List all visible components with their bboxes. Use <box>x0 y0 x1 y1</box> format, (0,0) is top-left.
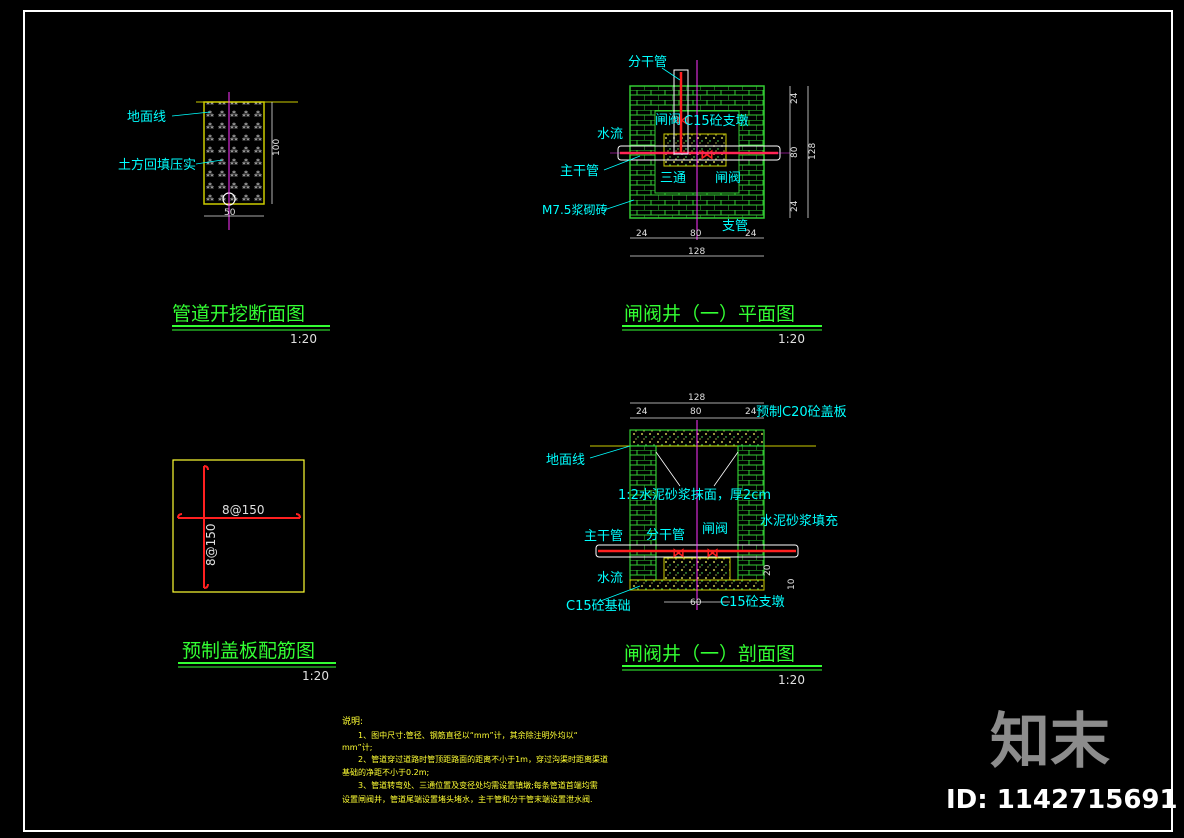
trench-scale: 1:20 <box>290 332 317 346</box>
sec-dim-10: 10 <box>787 578 797 590</box>
plan-flow-label: 水流 <box>597 127 623 142</box>
notes-line-2: mm”计; <box>342 742 372 752</box>
trench-title: 管道开挖断面图 <box>172 303 305 325</box>
sec-valve-symbol-2: ⋈ <box>706 546 719 561</box>
trench-dim-height: 100 <box>272 139 282 156</box>
notes-line-1: 1、图中尺寸:管径、钢筋直径以“mm”计，其余除注明外均以“ <box>358 730 578 740</box>
notes-line-6: 设置闸阀井，管道尾端设置堵头堵水，主干管和分干管末端设置泄水阀. <box>342 794 593 804</box>
trench-ground-leader <box>171 111 211 117</box>
plan-dim-r80: 80 <box>790 146 800 158</box>
plan-branch-pipe <box>673 69 689 155</box>
plan-valve-label: 闸阀 <box>655 113 681 128</box>
slab-rebar-v-label: 8@150 <box>204 523 218 566</box>
plan-tee-label: 三通 <box>660 171 686 186</box>
plan-valve2-label: 闸阀 <box>715 171 741 186</box>
notes-line-5: 3、管道转弯处、三通位置及变径处均需设置镇墩;每条管道首端均需 <box>358 780 598 790</box>
sec-main-label: 主干管 <box>584 529 623 544</box>
sec-wall-right <box>737 445 765 581</box>
plan-dim-24b: 24 <box>745 229 757 239</box>
plan-mortar-leader <box>603 199 635 211</box>
sec-dim-24a: 24 <box>636 407 648 417</box>
sec-plaster-leaders <box>655 451 739 487</box>
design-notes: 说明: 1、图中尺寸:管径、钢筋直径以“mm”计，其余除注明外均以“ mm”计;… <box>342 715 608 804</box>
sec-fill-label: 水泥砂浆填充 <box>760 513 838 529</box>
plan-pier <box>663 133 727 167</box>
valve-plan-figure: ⋈ ⋈ 24 80 24 128 24 80 24 128 分干管 闸阀 C15… <box>542 55 818 257</box>
section-scale: 1:20 <box>778 673 805 687</box>
plan-scale: 1:20 <box>778 332 805 346</box>
watermark-brand: 知末 <box>990 707 1110 777</box>
notes-heading: 说明: <box>342 715 363 727</box>
slab-scale: 1:20 <box>302 669 329 683</box>
sec-dim-20: 20 <box>763 564 773 576</box>
plan-dim-r128: 128 <box>808 143 818 160</box>
plan-mortar-label: M7.5浆砌砖 <box>542 202 607 217</box>
trench-backfill-leader <box>195 159 223 165</box>
slab-rebar-h-label: 8@150 <box>222 503 265 517</box>
section-title: 闸阀井（一）剖面图 <box>624 643 795 665</box>
plan-dim-r24b: 24 <box>790 200 800 212</box>
plan-dim-r24a: 24 <box>790 92 800 104</box>
trench-dim-width: 50 <box>224 208 236 218</box>
plan-dim-128: 128 <box>688 247 705 257</box>
sec-dim-24b: 24 <box>745 407 757 417</box>
trench-ground-label: 地面线 <box>127 110 166 125</box>
sec-flow-label: 水流 <box>597 571 623 586</box>
slab-title: 预制盖板配筋图 <box>182 640 315 662</box>
sec-base-label: C15砼基础 <box>566 599 631 614</box>
plan-valve-symbol-2: ⋈ <box>676 113 688 127</box>
plan-branch-leader <box>661 67 681 81</box>
sec-valve-label: 闸阀 <box>702 522 728 537</box>
sec-ground-label: 地面线 <box>546 453 585 468</box>
plan-sub-label: 支管 <box>722 219 748 234</box>
sec-dim-60: 60 <box>690 598 702 608</box>
sec-base-leader <box>597 585 641 603</box>
sec-branch-label: 分干管 <box>646 528 685 543</box>
sec-cover-label: 预制C20砼盖板 <box>756 405 847 420</box>
plan-main-leader <box>603 155 641 171</box>
sec-dim-80: 80 <box>690 407 702 417</box>
slab-outline <box>172 459 305 593</box>
cover-slab-figure: 8@150 8@150 <box>172 459 305 593</box>
sec-wall-left <box>629 445 657 581</box>
plan-dim-80: 80 <box>690 229 702 239</box>
watermark-id: ID: 1142715691 <box>946 785 1178 815</box>
sec-plaster-label: 1:2水泥砂浆抹面，厚2cm <box>618 488 771 503</box>
trench-backfill <box>203 101 265 205</box>
plan-dim-24a: 24 <box>636 229 648 239</box>
plan-valve-symbol: ⋈ <box>700 147 714 163</box>
plan-branch-label: 分干管 <box>628 55 667 70</box>
sec-pier-label: C15砼支墩 <box>720 595 785 610</box>
notes-line-4: 基础的净距不小于0.2m; <box>342 767 429 777</box>
sec-ground-leader <box>589 445 631 459</box>
plan-main-label: 主干管 <box>560 164 599 179</box>
plan-title: 闸阀井（一）平面图 <box>624 303 795 325</box>
plan-pier-label: C15砼支墩 <box>684 114 749 129</box>
sec-valve-symbol-1: ⋈ <box>672 546 685 561</box>
sec-dim-128: 128 <box>688 393 705 403</box>
trench-backfill-label: 土方回填压实 <box>118 157 196 173</box>
trench-section-figure: 100 50 地面线 土方回填压实 <box>118 92 298 230</box>
valve-section-figure: 128 24 80 24 ⋈ ⋈ 60 20 10 预制C20砼盖板 地面线 1… <box>546 393 847 614</box>
notes-line-3: 2、管道穿过道路时管顶距路面的距离不小于1m，穿过沟渠时距离渠道 <box>358 754 608 764</box>
drawing-frame <box>23 10 1173 832</box>
